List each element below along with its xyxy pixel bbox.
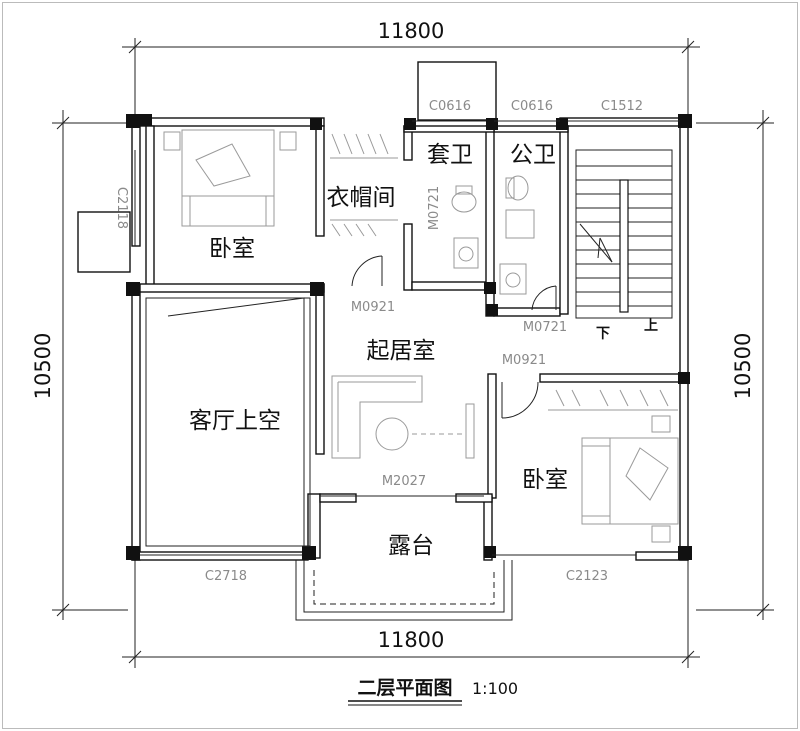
dimension-top	[122, 38, 700, 125]
room-label-public-bath: 公卫	[510, 142, 556, 168]
windows	[134, 120, 680, 556]
drawing-title: 二层平面图	[357, 677, 452, 699]
window-code-c1512: C1512	[601, 99, 643, 114]
left-projection	[77, 211, 131, 273]
door-code-m0721-vertical: M0721	[427, 186, 442, 230]
window-code-c2123: C2123	[566, 569, 608, 584]
stair-up-label: 上	[644, 318, 658, 334]
dimension-left-label: 10500	[31, 333, 55, 400]
doors	[320, 255, 557, 497]
dimension-right-label: 10500	[731, 333, 755, 400]
window-code-c0616-b: C0616	[511, 99, 553, 114]
void-outline	[145, 297, 311, 547]
drawing-scale: 1:100	[472, 679, 518, 698]
dimension-top-label: 11800	[378, 19, 445, 43]
room-label-ensuite-bath: 套卫	[427, 142, 473, 168]
door-code-m0721-b: M0721	[523, 320, 567, 335]
terrace-parapet	[295, 560, 513, 621]
room-label-void: 客厅上空	[189, 408, 281, 434]
dimension-bottom-label: 11800	[378, 628, 445, 652]
stairwell	[575, 149, 673, 319]
window-code-c0616-a: C0616	[429, 99, 471, 114]
room-label-family-room: 起居室	[367, 338, 436, 364]
door-code-m2027: M2027	[382, 474, 426, 489]
room-label-bedroom-nw: 卧室	[209, 236, 255, 262]
door-code-m0921-a: M0921	[351, 300, 395, 315]
dimension-left	[52, 110, 128, 620]
stair-down-label: 下	[596, 326, 610, 342]
furniture	[163, 129, 679, 543]
room-label-terrace: 露台	[388, 533, 434, 559]
dimension-bottom	[122, 560, 700, 668]
top-projection	[417, 61, 497, 121]
window-code-c2118: C2118	[114, 187, 129, 229]
room-label-wardrobe: 衣帽间	[327, 185, 396, 211]
window-code-c2718: C2718	[205, 569, 247, 584]
room-label-bedroom-se: 卧室	[522, 467, 568, 493]
door-code-m0921-b: M0921	[502, 353, 546, 368]
dimension-right	[696, 110, 774, 620]
